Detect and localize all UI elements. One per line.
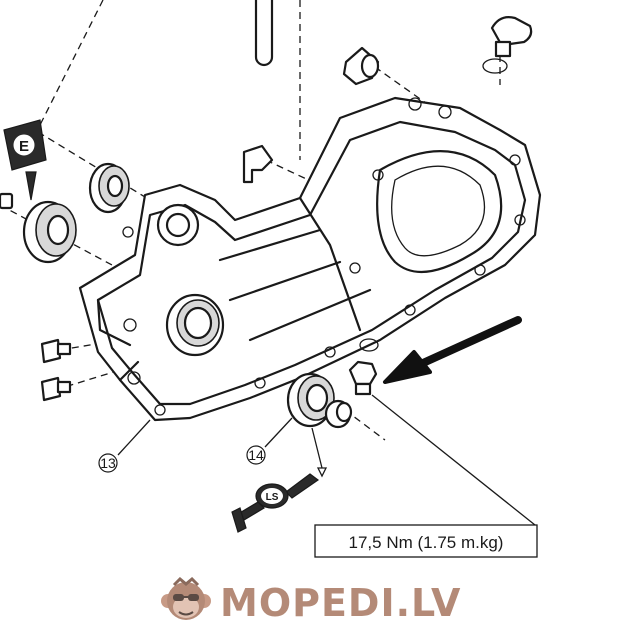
collar <box>324 399 353 429</box>
breather-fitting <box>242 144 274 184</box>
shaft-top <box>254 0 274 67</box>
ball-bearing-middle <box>88 162 130 214</box>
ls-grease-applicator: LS <box>231 427 328 533</box>
callout-13: 13 <box>98 419 151 473</box>
e-symbol-text: E <box>19 138 29 155</box>
mounting-bolt-upper <box>40 338 72 364</box>
torque-spec-text: 17,5 Nm (1.75 m.kg) <box>349 533 504 552</box>
brand-watermark: MOPEDI.LV <box>160 572 490 634</box>
drain-bolt <box>348 338 379 396</box>
dowel-bushing <box>342 46 380 86</box>
callout-14-label: 14 <box>248 447 264 463</box>
e-symbol-badge: E <box>3 119 47 201</box>
callout-14: 14 <box>246 417 293 465</box>
torque-spec-box: 17,5 Nm (1.75 m.kg) <box>314 524 538 558</box>
callout-13-label: 13 <box>100 455 116 471</box>
ls-symbol-text: LS <box>266 492 279 503</box>
small-bolt-left <box>0 192 14 210</box>
torque-leader-line <box>371 394 536 526</box>
brand-logo-text: MOPEDI.LV <box>220 581 462 625</box>
crankcase-half <box>78 96 542 422</box>
monkey-face-icon <box>161 577 211 620</box>
pointer-arrow-icon <box>383 316 522 384</box>
mounting-bolt-lower <box>40 376 72 402</box>
ball-bearing-left <box>22 200 77 264</box>
oil-filler-plug <box>482 16 533 74</box>
oil-seal <box>286 372 335 428</box>
